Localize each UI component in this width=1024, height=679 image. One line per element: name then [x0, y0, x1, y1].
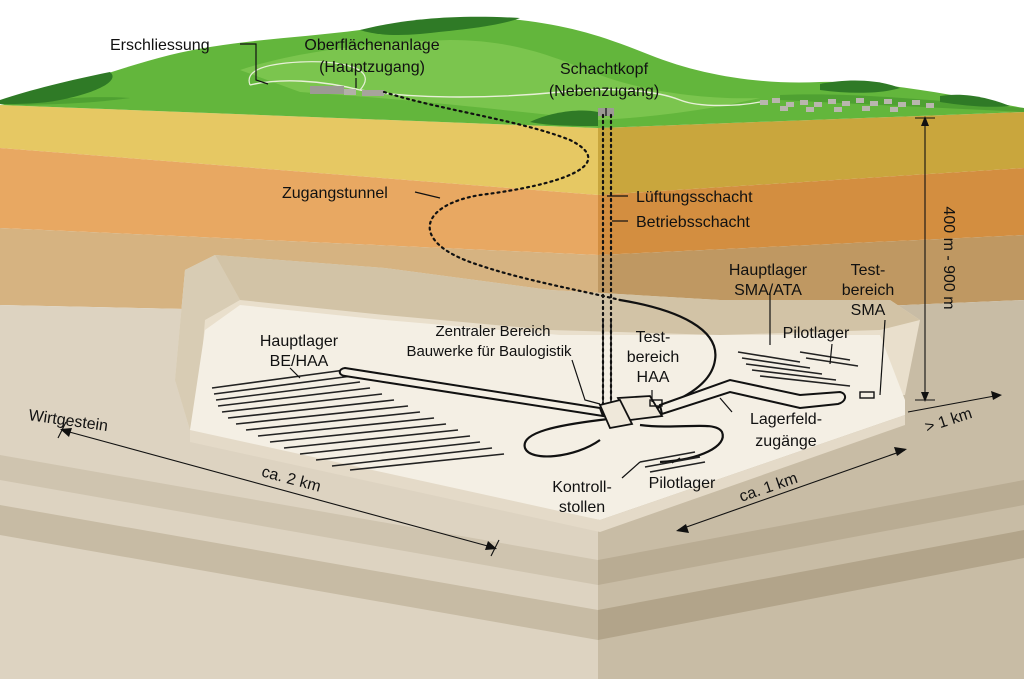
- layer-orange-right: [598, 168, 1024, 255]
- label-zugangstunnel: Zugangstunnel: [282, 185, 388, 202]
- host-rock-band-2: [0, 505, 598, 640]
- label-test-sma-2: bereich: [842, 282, 894, 299]
- hla-emplacement-drifts: [211, 369, 505, 471]
- label-lueftungsschacht: Lüftungsschacht: [636, 189, 753, 206]
- layer-yellow-front: [0, 105, 598, 195]
- road-loop: [248, 61, 366, 91]
- label-pilotlager-top: Pilotlager: [783, 325, 850, 342]
- layer-orange-front: [0, 148, 598, 255]
- pilot-facility-sma: [799, 351, 859, 367]
- forest-east: [820, 80, 900, 93]
- village: [760, 98, 934, 112]
- sma-emplacement-drifts: [737, 351, 851, 387]
- surface-facility: [310, 86, 384, 96]
- sma-access-drift: [658, 378, 846, 416]
- leader-lines: [240, 43, 886, 479]
- label-schachtkopf: Schachtkopf: [560, 61, 649, 78]
- label-zugaenge: zugänge: [755, 433, 816, 450]
- forest-west: [0, 72, 113, 104]
- hla-main-drift: [338, 366, 605, 418]
- label-stollen: stollen: [559, 499, 605, 516]
- label-be-haa: BE/HAA: [270, 353, 329, 370]
- label-zentraler-bereich: Zentraler Bereich: [435, 323, 550, 340]
- label-pilotlager-bottom: Pilotlager: [649, 475, 716, 492]
- label-baulogistik: Bauwerke für Baulogistik: [406, 343, 572, 360]
- layer-tan-right: [598, 235, 1024, 318]
- access-tunnel-dotted: [382, 90, 622, 302]
- label-test-sma-3: SMA: [851, 302, 886, 319]
- host-rock-right-band-2: [598, 530, 1024, 640]
- test-area-sma: [859, 391, 875, 399]
- control-tunnel: [639, 423, 724, 464]
- cutaway-wall-upper: [215, 255, 920, 335]
- shafts: [601, 113, 613, 407]
- forest-ridge: [360, 16, 520, 35]
- hill-highlight: [240, 40, 760, 120]
- central-area-2: [598, 398, 634, 430]
- labels: Erschliessung Oberflächenanlage (Hauptzu…: [27, 37, 974, 516]
- dimensions: [57, 116, 1002, 557]
- layer-yellow-right: [598, 112, 1024, 195]
- dim-gt1km-line: [907, 394, 1001, 413]
- label-test-sma-1: Test-: [851, 262, 886, 279]
- label-oberflaechenanlage: Oberflächenanlage: [304, 37, 439, 54]
- label-test-haa-3: HAA: [637, 369, 670, 386]
- repository-floor: [190, 305, 905, 520]
- host-rock-band-1: [0, 455, 598, 585]
- repository-layout: [211, 351, 875, 473]
- label-depth: 400 m - 900 m: [940, 206, 957, 309]
- forest-east-2: [940, 94, 1010, 107]
- label-nebenzugang: (Nebenzugang): [549, 83, 659, 100]
- cutaway-wall-shade: [175, 255, 240, 430]
- label-test-haa-1: Test-: [636, 329, 671, 346]
- floor-edge-front: [190, 415, 905, 532]
- label-betriebsschacht: Betriebsschacht: [636, 214, 750, 231]
- label-hauptlager-be: Hauptlager: [260, 333, 339, 350]
- label-test-haa-2: bereich: [627, 349, 679, 366]
- host-rock-right-band-1: [598, 480, 1024, 585]
- label-kontroll: Kontroll-: [552, 479, 612, 496]
- label-lagerfeld: Lagerfeld-: [750, 411, 822, 428]
- label-hauptlager-sma: Hauptlager: [729, 262, 808, 279]
- label-hauptzugang: (Hauptzugang): [319, 59, 425, 76]
- label-erschliessung: Erschliessung: [110, 37, 210, 54]
- test-area-haa: [649, 399, 663, 407]
- label-sma-ata: SMA/ATA: [734, 282, 802, 299]
- dim-1km-line: [677, 449, 906, 531]
- dim-2km-line: [61, 429, 496, 549]
- forest-center: [530, 110, 598, 126]
- road-access: [249, 80, 761, 107]
